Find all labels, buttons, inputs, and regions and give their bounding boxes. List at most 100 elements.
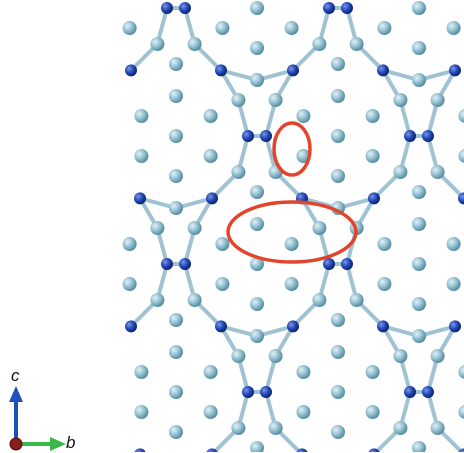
light-atom — [169, 129, 183, 143]
light-atom — [203, 365, 218, 379]
dark-atom — [179, 2, 191, 14]
light-atom — [231, 349, 246, 363]
light-atom — [169, 201, 183, 215]
light-atom — [203, 149, 218, 163]
light-atom — [446, 277, 461, 291]
light-atom — [377, 237, 392, 251]
light-atom — [250, 329, 264, 343]
dark-atom — [458, 448, 464, 452]
light-atom — [231, 421, 246, 435]
light-atom — [365, 405, 380, 419]
b-axis-arrowhead — [50, 437, 66, 451]
light-atom — [331, 345, 345, 359]
light-atom — [268, 349, 283, 363]
dark-atom — [260, 130, 272, 142]
dark-atom — [215, 320, 227, 333]
light-atom — [122, 277, 137, 291]
axis-indicator — [9, 386, 66, 451]
dark-atom — [323, 2, 335, 14]
light-atom — [365, 149, 380, 163]
light-atom — [187, 293, 202, 307]
light-atom — [187, 37, 202, 51]
bond-layer — [129, 6, 464, 452]
dark-atom — [161, 2, 173, 14]
dark-atom — [260, 386, 272, 398]
atom-layer — [122, 1, 464, 452]
dark-atom — [341, 258, 353, 270]
dark-atom — [287, 64, 299, 77]
dark-atom — [206, 448, 218, 452]
dark-atom — [161, 258, 173, 270]
light-atom — [250, 297, 264, 311]
dark-atom — [323, 258, 335, 270]
c-axis-label: c — [11, 366, 20, 385]
light-atom — [134, 149, 149, 163]
light-atom — [169, 385, 183, 399]
light-atom — [203, 109, 218, 123]
light-atom — [250, 257, 264, 271]
dark-atom — [368, 192, 380, 205]
light-atom — [150, 293, 165, 307]
dark-atom — [296, 448, 308, 452]
dark-atom — [404, 130, 416, 142]
dark-atom — [179, 258, 191, 270]
light-atom — [122, 237, 137, 251]
light-atom — [169, 57, 183, 71]
light-atom — [446, 21, 461, 35]
light-atom — [250, 185, 264, 199]
dark-atom — [377, 320, 389, 333]
light-atom — [446, 237, 461, 251]
light-atom — [169, 169, 183, 183]
light-atom — [412, 329, 426, 343]
light-atom — [412, 441, 426, 452]
light-atom — [412, 1, 426, 15]
light-atom — [377, 21, 392, 35]
light-atom — [393, 349, 408, 363]
dark-atom — [449, 64, 461, 77]
dark-atom — [215, 64, 227, 77]
light-atom — [215, 21, 230, 35]
light-atom — [412, 185, 426, 199]
light-atom — [169, 345, 183, 359]
light-atom — [296, 405, 311, 419]
light-atom — [331, 169, 345, 183]
light-atom — [331, 425, 345, 439]
dark-atom — [125, 320, 137, 333]
dark-atom — [377, 64, 389, 77]
light-atom — [430, 165, 445, 179]
light-atom — [122, 21, 137, 35]
highlight-ellipse-large — [226, 200, 358, 264]
dark-atom — [242, 130, 254, 142]
light-atom — [412, 257, 426, 271]
light-atom — [331, 129, 345, 143]
light-atom — [349, 293, 364, 307]
light-atom — [458, 405, 464, 419]
light-atom — [169, 425, 183, 439]
dark-atom — [125, 64, 137, 77]
light-atom — [150, 37, 165, 51]
light-atom — [250, 41, 264, 55]
light-atom — [268, 421, 283, 435]
light-atom — [393, 165, 408, 179]
dark-atom — [458, 192, 464, 205]
light-atom — [377, 277, 392, 291]
light-atom — [312, 293, 327, 307]
light-atom — [150, 221, 165, 235]
light-atom — [284, 21, 299, 35]
light-atom — [284, 237, 299, 251]
light-atom — [430, 349, 445, 363]
light-atom — [215, 277, 230, 291]
dark-atom — [368, 448, 380, 452]
light-atom — [215, 237, 230, 251]
light-atom — [458, 365, 464, 379]
light-atom — [268, 93, 283, 107]
light-atom — [284, 277, 299, 291]
dark-atom — [449, 320, 461, 333]
c-axis-arrowhead — [9, 386, 23, 402]
dark-atom — [404, 386, 416, 398]
light-atom — [134, 405, 149, 419]
light-atom — [203, 405, 218, 419]
light-atom — [169, 89, 183, 103]
dark-atom — [287, 320, 299, 333]
